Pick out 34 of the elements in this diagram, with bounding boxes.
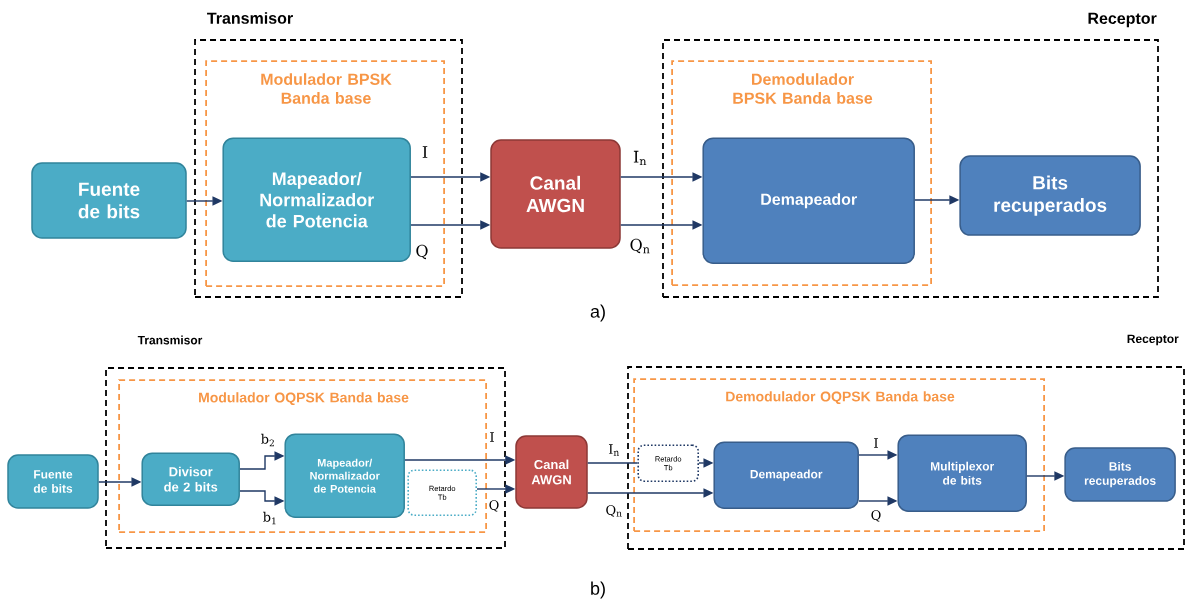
edge-label: I$_{n}$ (632, 149, 648, 167)
process-box: Demapeador (702, 137, 915, 264)
edge-label: Q (487, 499, 501, 513)
process-box: Fuente de bits (7, 454, 99, 509)
edge-label: b$_{2}$ (259, 432, 277, 448)
process-box: Demapeador (713, 441, 859, 509)
edge-label: I (872, 437, 880, 449)
group-label: Transmisor (207, 12, 293, 24)
edge-label: Q (869, 509, 883, 523)
edge-label: Q$_{n}$ (604, 504, 624, 518)
panel-label: b) (591, 581, 605, 599)
process-box: Canal AWGN (515, 435, 588, 509)
process-box: Mapeador/ Normalizador de Potencia (222, 137, 411, 262)
edge-label: Q$_{n}$ (628, 237, 652, 255)
group-label: Transmisor (137, 335, 203, 345)
process-box: Bits recuperados (959, 155, 1141, 236)
panel-label: a) (590, 304, 605, 322)
edge-label: I (420, 145, 430, 159)
process-box: Divisor de 2 bits (141, 452, 240, 506)
process-box: Canal AWGN (490, 139, 621, 249)
edge-label: Q (414, 243, 430, 261)
group-label: Receptor (1088, 12, 1157, 28)
group-label: Receptor (1127, 334, 1179, 346)
edge-label: I (488, 431, 496, 443)
group-title: Modulador OQPSK Banda base (199, 392, 409, 406)
process-box: Multiplexor de bits (897, 434, 1027, 512)
edge-label: I$_{n}$ (607, 443, 621, 457)
edge-label: b$_{1}$ (261, 510, 279, 526)
group-title: Modulador BPSK Banda base (261, 73, 392, 104)
process-box: Bits recuperados (1064, 447, 1176, 502)
process-box: Fuente de bits (31, 162, 187, 239)
group-title: Demodulador OQPSK Banda base (726, 391, 955, 405)
group-title: Demodulador BPSK Banda base (733, 73, 873, 104)
process-box: Mapeador/ Normalizador de Potencia (284, 433, 405, 518)
